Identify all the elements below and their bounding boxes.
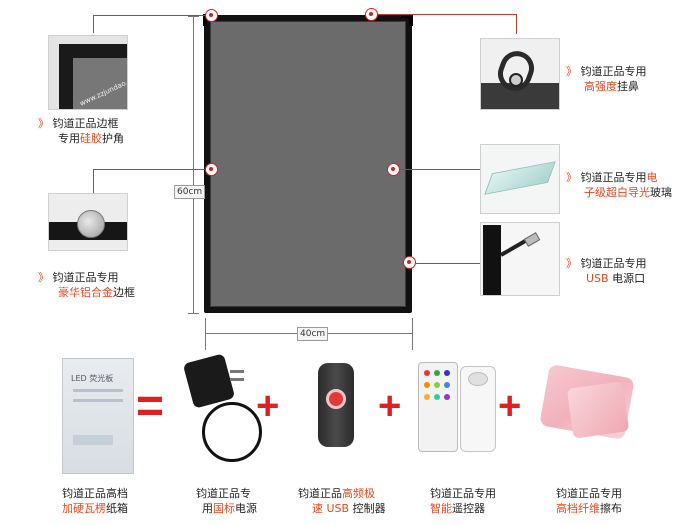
box-label: LED 荧光板 bbox=[71, 374, 114, 383]
power-adapter-photo bbox=[180, 352, 270, 472]
usb-controller-photo bbox=[318, 363, 354, 447]
caption-adapter: 钧道正品专 用国标电源 bbox=[196, 487, 257, 515]
glass-sheet-icon bbox=[484, 161, 556, 195]
dot-glass bbox=[387, 163, 400, 176]
plus-sign-3: + bbox=[498, 384, 522, 428]
dot-hook bbox=[365, 8, 378, 21]
leader-alloy-h bbox=[93, 169, 206, 170]
corner-guard-tr bbox=[401, 14, 413, 26]
callout-hook: 》 钧道正品专用 高强度挂鼻 bbox=[566, 65, 647, 93]
packaging-box-photo: LED 荧光板 bbox=[62, 358, 134, 474]
leader-hook-h bbox=[376, 14, 516, 15]
caption-cloth: 钧道正品专用 高档纤维擦布 bbox=[556, 487, 622, 515]
height-dimension-line bbox=[193, 16, 194, 314]
equals-sign: = bbox=[136, 380, 165, 433]
callout-glass: 》 钧道正品专用电 子级超白导光玻璃 bbox=[566, 171, 672, 199]
leader-glass-h bbox=[394, 169, 480, 170]
leader-alloy-v bbox=[93, 169, 94, 193]
width-tick-right bbox=[412, 318, 413, 350]
remote-control-photo bbox=[418, 362, 496, 454]
hook-photo bbox=[480, 38, 560, 110]
callout-alloy: 》 钧道正品专用 豪华铝合金边框 bbox=[38, 271, 135, 299]
led-board bbox=[203, 14, 413, 313]
cleaning-cloth-photo bbox=[539, 364, 638, 445]
plus-sign-1: + bbox=[256, 384, 280, 428]
alloy-frame-photo bbox=[48, 193, 128, 251]
caption-remote: 钧道正品专用 智能遥控器 bbox=[430, 487, 496, 515]
usb-port-photo bbox=[480, 222, 560, 296]
dot-corner bbox=[205, 9, 218, 22]
height-label: 60cm bbox=[174, 185, 206, 199]
corner-guard-photo: www.zzjundao.com bbox=[48, 35, 128, 110]
coin-icon bbox=[77, 210, 105, 238]
height-tick-top bbox=[188, 16, 199, 17]
width-tick-left bbox=[205, 318, 206, 350]
width-label: 40cm bbox=[297, 327, 329, 341]
plus-sign-2: + bbox=[378, 384, 402, 428]
glass-photo bbox=[480, 144, 560, 214]
dot-alloy bbox=[205, 163, 218, 176]
controller-button-icon bbox=[326, 389, 346, 409]
leader-usb-h bbox=[412, 263, 480, 264]
caption-controller: 钧道正品高频极 速 USB 控制器 bbox=[298, 487, 386, 515]
callout-usb: 》 钧道正品专用 USB 电源口 bbox=[566, 257, 647, 285]
usb-cable-icon bbox=[500, 238, 528, 257]
dot-usb bbox=[403, 256, 416, 269]
height-tick-bottom bbox=[188, 313, 199, 314]
leader-hook-v bbox=[516, 14, 517, 34]
callout-corner: 》 钧道正品边框 专用硅胶护角 bbox=[38, 117, 124, 145]
leader-corner-h bbox=[93, 15, 207, 16]
caption-box: 钧道正品高档 加硬瓦楞纸箱 bbox=[62, 487, 128, 515]
board-panel bbox=[210, 21, 406, 307]
leader-corner-v bbox=[93, 15, 94, 33]
